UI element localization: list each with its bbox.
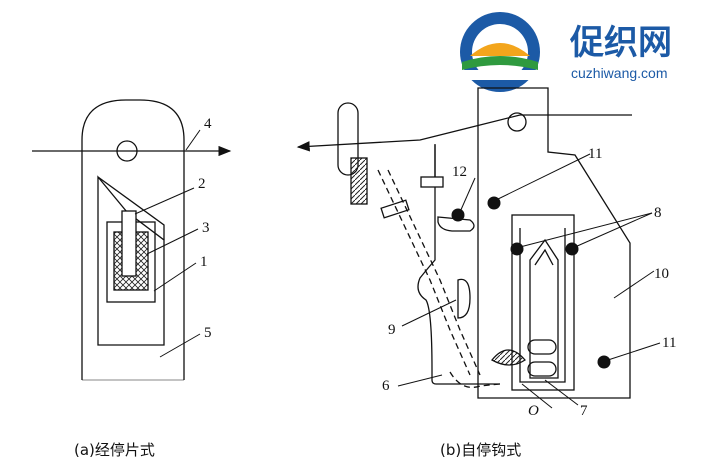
gear-icon: [455, 12, 545, 92]
label-11-bottom: 11: [662, 335, 676, 351]
label-6: 6: [382, 378, 390, 394]
labels-a: 4 2 3 1 5: [134, 116, 212, 358]
label-9: 9: [388, 322, 396, 338]
caption-b: (b)自停钩式: [440, 441, 521, 459]
label-4: 4: [204, 116, 212, 132]
frame-plate: [477, 87, 631, 399]
stop-lever: [437, 216, 475, 232]
inner-slot: [511, 214, 575, 391]
frame-hole: [507, 112, 527, 132]
label-10: 10: [654, 266, 669, 282]
label-12: 12: [452, 164, 467, 180]
label-3: 3: [202, 220, 210, 236]
logo-name: 促织网: [569, 23, 672, 63]
hook-wire: [417, 145, 500, 385]
label-2: 2: [198, 176, 206, 192]
link-capsule: [337, 102, 359, 176]
dots-b: [451, 196, 611, 369]
label-O: O: [528, 403, 539, 419]
logo-url: cuzhiwang.com: [571, 65, 668, 81]
drop-wire-body: [81, 99, 185, 380]
label-1: 1: [200, 254, 208, 270]
label-8: 8: [654, 205, 662, 221]
slot-opening: [97, 175, 165, 346]
figure-a: [32, 99, 232, 381]
hook-blade: [529, 238, 559, 379]
warp-yarn-b: [296, 114, 632, 152]
label-5: 5: [204, 325, 212, 341]
caption-a: (a)经停片式: [74, 441, 155, 459]
labels-b: [397, 153, 661, 409]
label-text-b: 11 12 8 10 11 9 6 O 7: [382, 146, 676, 419]
label-7: 7: [580, 403, 588, 419]
spring-loop: [457, 278, 471, 319]
site-logo: 促织网 cuzhiwang.com: [455, 12, 672, 92]
figure-b: [296, 87, 632, 399]
contact-blade: [121, 210, 137, 277]
label-11-top: 11: [588, 146, 602, 162]
fixed-bar: [350, 157, 368, 205]
